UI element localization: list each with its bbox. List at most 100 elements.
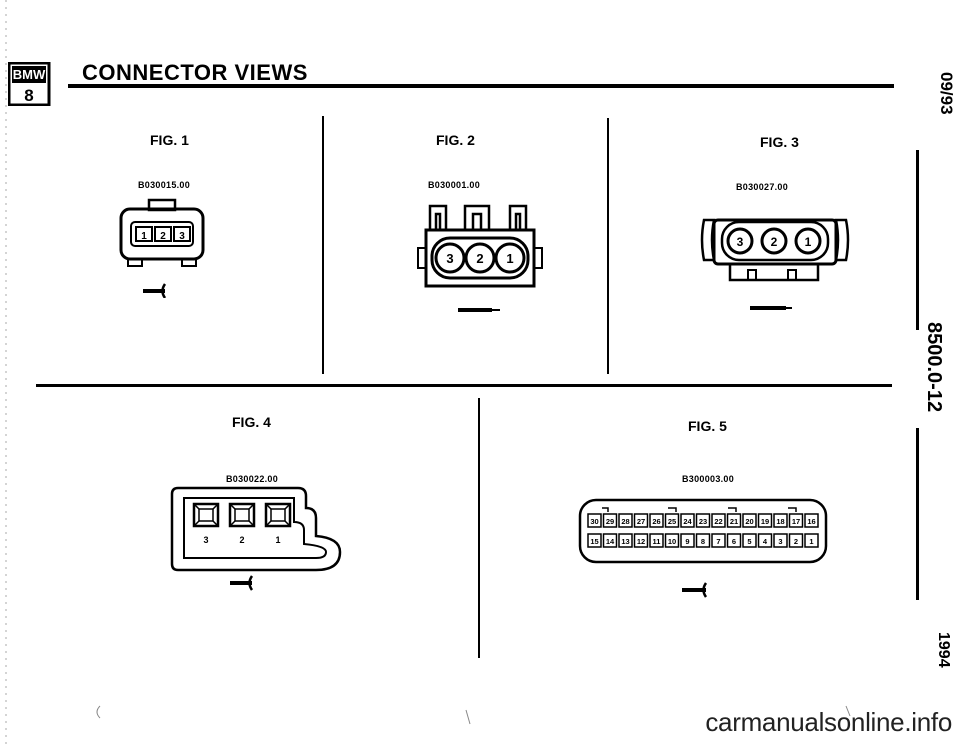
fig3-label: FIG. 3 (760, 134, 799, 150)
fig2-part-number: B030001.00 (428, 180, 481, 190)
fig4-connector: 3 2 1 (170, 486, 342, 591)
fig5-label: FIG. 5 (688, 418, 727, 434)
fig5-bottom-pin-label: 10 (668, 537, 676, 546)
fig5-bottom-pin-box (649, 533, 664, 548)
fig3-pin-a: 3 (737, 235, 744, 249)
fig5-top-pin-box (773, 513, 788, 528)
fig5-top-pin-label: 30 (590, 517, 598, 526)
fig5-top-pin-box (711, 513, 726, 528)
fig5-bottom-pin-label: 15 (590, 537, 598, 546)
fig5-bottom-pin-box (726, 533, 742, 548)
fig2-pin-a: 3 (446, 251, 453, 266)
fig5-top-pin-box (804, 513, 819, 528)
fig2-pin-b: 2 (476, 251, 483, 266)
divider-4-5 (478, 398, 480, 658)
fig5-top-pin-label: 21 (730, 517, 738, 526)
fig5-bottom-pin-label: 14 (606, 537, 615, 546)
fig1-wire-symbol (143, 289, 165, 293)
logo-series: 8 (24, 86, 33, 105)
fig4-pin-a: 3 (203, 535, 208, 545)
fig5-top-pin-box (695, 513, 711, 528)
fig1-part-number: B030015.00 (138, 180, 191, 190)
fig3-pin-b: 2 (771, 235, 778, 249)
fig1-label: FIG. 1 (150, 132, 189, 148)
svg-text:09/93: 09/93 (937, 72, 955, 115)
fig4-wire-symbol (230, 581, 252, 585)
fig5-top-pin-box (664, 513, 680, 528)
fig5-top-pin-label: 19 (761, 517, 769, 526)
fig5-top-pin-box (602, 513, 618, 528)
fig5-top-pin-label: 24 (683, 517, 692, 526)
fig5-bottom-pin-label: 4 (763, 537, 768, 546)
fig5-top-pin-label: 26 (652, 517, 660, 526)
fig5-top-pin-label: 28 (621, 517, 629, 526)
fig5-bottom-pin-box (618, 533, 633, 548)
fig5-bottom-pin-label: 8 (701, 537, 705, 546)
fig5-bottom-pin-label: 12 (637, 537, 645, 546)
divider-2-3 (607, 118, 609, 374)
fig1-connector: 1 2 3 (119, 198, 205, 298)
fig5-top-pin-label: 18 (776, 517, 784, 526)
fig5-bottom-pin-box (664, 533, 680, 548)
fig5-part-number: B300003.00 (682, 474, 735, 484)
fig5-top-pin-box (757, 513, 773, 528)
fig5-bottom-pin-label: 11 (653, 537, 661, 546)
fig5-top-pin-box (726, 513, 742, 528)
side-page-number: 8500.0-12 (923, 322, 945, 412)
header-rule (68, 84, 894, 88)
divider-1-2 (322, 116, 324, 374)
fig5-bottom-pin-label: 2 (794, 537, 798, 546)
fig5-bottom-pin-box (757, 533, 773, 548)
fig5-bottom-pin-box (602, 533, 618, 548)
fig3-pin-c: 1 (805, 235, 812, 249)
fig5-top-pin-label: 20 (745, 517, 753, 526)
fig5-top-pin-box (587, 513, 602, 528)
fig5-top-pin-box (649, 513, 664, 528)
fig3-connector: 3 2 1 (700, 218, 850, 310)
fig5-top-pin-label: 17 (792, 517, 800, 526)
svg-text:1994: 1994 (935, 632, 952, 668)
logo-text: BMW (13, 67, 46, 82)
fig3-wire-symbol (750, 306, 786, 310)
fig5-bottom-pin-label: 9 (685, 537, 689, 546)
fig5-wire-symbol (682, 588, 706, 592)
fig5-top-pin-box (633, 513, 649, 528)
fig5-bottom-pin-box (742, 533, 757, 548)
horizontal-divider (36, 384, 892, 387)
fig5-top-pin-box (680, 513, 695, 528)
fig1-pin-b: 2 (160, 231, 166, 242)
fig5-top-pin-label: 16 (807, 517, 815, 526)
fig1-pin-c: 3 (179, 231, 185, 242)
fig5-bottom-pin-box (788, 533, 804, 548)
fig5-bottom-pin-box (711, 533, 726, 548)
svg-text:8500.0-12: 8500.0-12 (923, 322, 945, 412)
side-year: 1994 (935, 632, 952, 668)
fig2-label: FIG. 2 (436, 132, 475, 148)
page-title: CONNECTOR VIEWS (82, 60, 308, 85)
fig5-bottom-pin-box (680, 533, 695, 548)
fig4-label: FIG. 4 (232, 414, 271, 430)
watermark: carmanualsonline.info (705, 707, 952, 737)
fig5-top-pin-box (618, 513, 633, 528)
fig5-bottom-pin-label: 7 (716, 537, 720, 546)
fig5-top-pin-box (742, 513, 757, 528)
fig5-top-pin-label: 22 (714, 517, 722, 526)
fig4-pin-b: 2 (239, 535, 244, 545)
fig5-top-pin-label: 23 (699, 517, 707, 526)
fig5-top-pin-label: 25 (668, 517, 676, 526)
fig2-pin-c: 1 (506, 251, 513, 266)
fig5-bottom-pin-label: 6 (732, 537, 736, 546)
fig1-pin-a: 1 (141, 231, 147, 242)
bmw-logo: BMW 8 (8, 62, 51, 106)
fig5-bottom-pin-box (695, 533, 711, 548)
fig5-top-pin-label: 27 (637, 517, 645, 526)
fig5-bottom-pin-box (804, 533, 819, 548)
fig2-wire-symbol (458, 308, 492, 312)
fig5-top-pin-box (788, 513, 804, 528)
fig5-bottom-pin-box (773, 533, 788, 548)
